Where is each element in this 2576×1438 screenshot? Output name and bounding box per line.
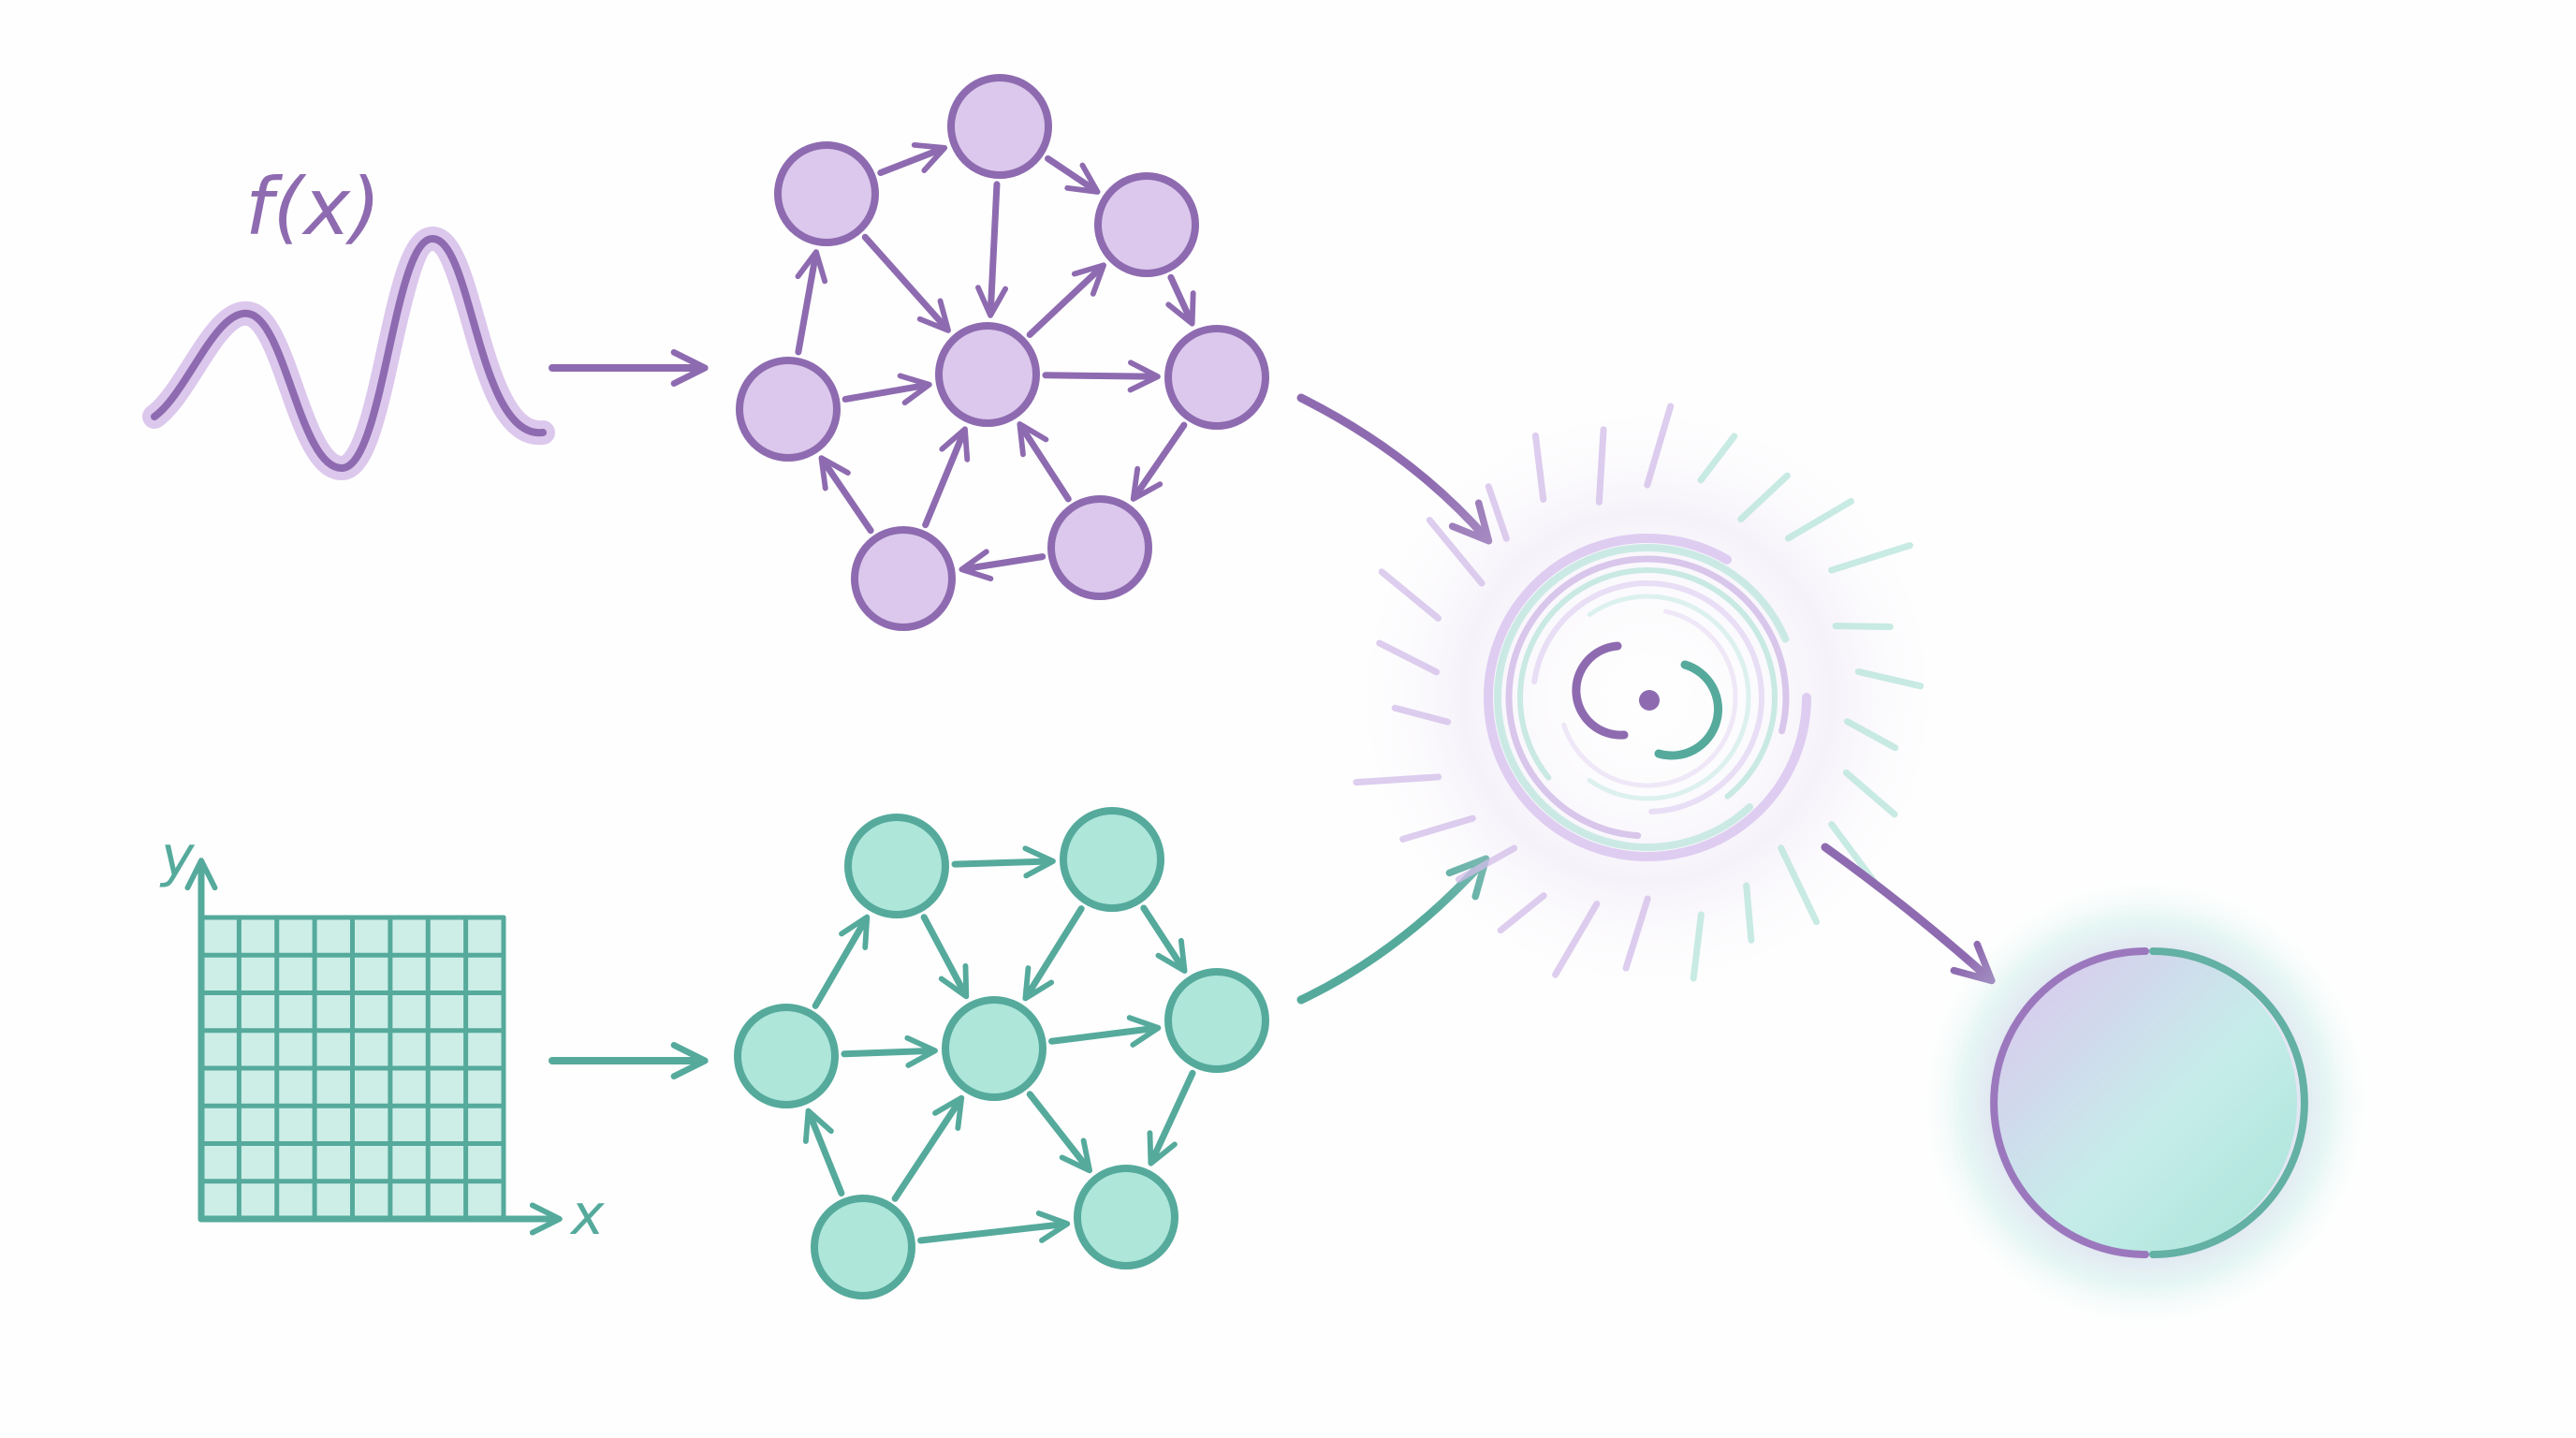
- bottom-network-edge: [1147, 1069, 1196, 1167]
- x-axis-label: x: [569, 1182, 605, 1248]
- top-network-edge: [818, 455, 874, 535]
- bottom-network-edge: [1022, 905, 1085, 1002]
- bottom-network-node: [1060, 807, 1164, 912]
- top-network-edge: [1017, 421, 1072, 503]
- top-network-edge: [1045, 154, 1101, 195]
- top-network-node: [1047, 495, 1152, 600]
- network-graph-bottom: [734, 807, 1269, 1299]
- bottom-network-edge: [841, 1034, 938, 1068]
- sphere-icon: [1916, 873, 2375, 1332]
- bottom-network-node: [811, 1195, 915, 1299]
- grid-icon: [184, 858, 563, 1236]
- function-wave-group: f(x): [142, 161, 555, 481]
- bottom-network-edge: [917, 1211, 1071, 1244]
- top-network-node: [851, 526, 956, 631]
- function-label: f(x): [245, 161, 381, 253]
- top-network-edge: [922, 426, 971, 529]
- top-network-node: [1164, 325, 1269, 430]
- vortex-icon: [1339, 389, 1956, 1006]
- top-network-edge: [1026, 262, 1106, 339]
- top-network-node: [935, 322, 1040, 427]
- sine-wave-icon: [142, 226, 555, 481]
- top-network-node: [1094, 172, 1199, 277]
- bottom-network-edge: [1048, 1015, 1162, 1048]
- top-network-edge: [795, 249, 828, 356]
- bottom-network-edge: [1140, 904, 1188, 975]
- bottom-network-edge: [802, 1108, 845, 1196]
- bottom-network-node: [942, 996, 1046, 1101]
- bottom-network-edge: [1026, 1091, 1093, 1174]
- top-network-edge: [861, 233, 951, 333]
- y-axis-label: y: [159, 824, 196, 889]
- network-graph-top: [736, 74, 1269, 631]
- top-network-node: [947, 74, 1052, 179]
- bottom-network-node: [844, 814, 949, 918]
- bottom-network-edge: [891, 1094, 965, 1202]
- top-network-edge: [877, 141, 948, 177]
- top-network-edge: [1130, 421, 1188, 502]
- bottom-network-edge: [920, 914, 970, 1000]
- top-network-edge: [975, 181, 1009, 318]
- bottom-network-edge: [812, 914, 871, 1009]
- top-network-node: [774, 141, 879, 246]
- bottom-network-edge: [951, 845, 1056, 879]
- bottom-network-node: [1074, 1165, 1178, 1269]
- bottom-network-node: [734, 1004, 839, 1108]
- top-network-edge: [1165, 273, 1196, 327]
- top-network-edge: [842, 373, 932, 406]
- bottom-network-node: [1164, 968, 1269, 1073]
- top-network-edge: [959, 549, 1046, 582]
- top-network-edge: [1042, 360, 1161, 393]
- top-network-node: [736, 357, 841, 462]
